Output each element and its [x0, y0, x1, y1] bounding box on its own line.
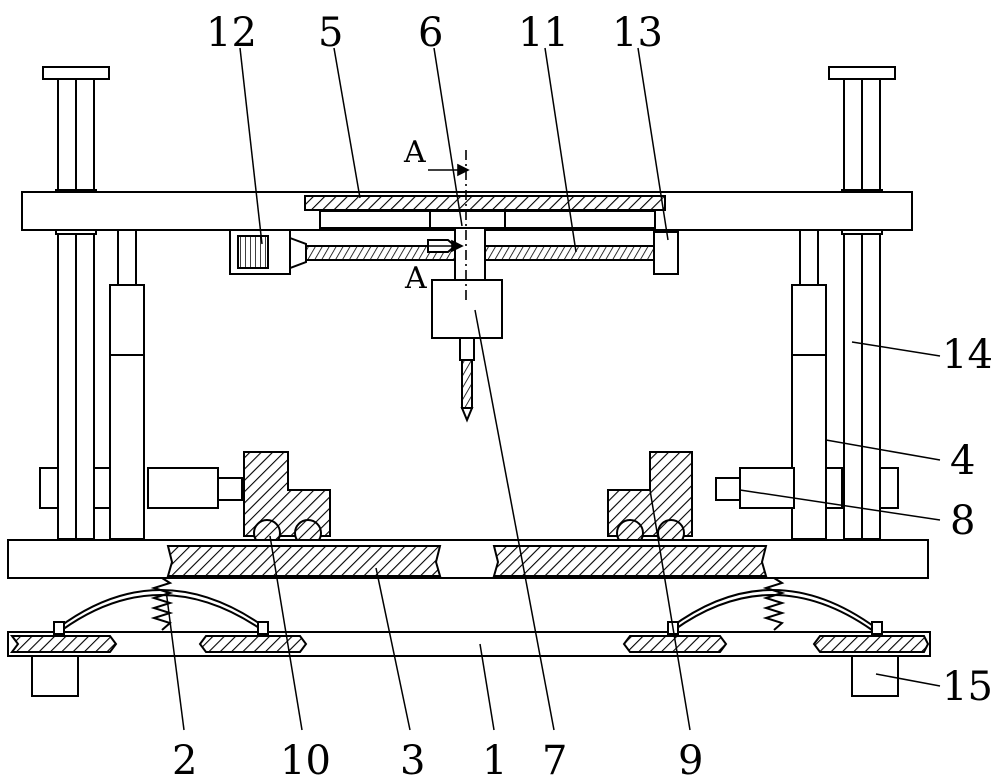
left-spring-assembly — [57, 577, 267, 631]
label-9: 9 — [678, 738, 703, 782]
label-13: 13 — [612, 10, 663, 56]
drill-head — [431, 279, 503, 423]
right-clamp-cylinder — [715, 467, 899, 509]
label-3: 3 — [400, 738, 425, 782]
section-label-bottom: A — [404, 261, 427, 296]
label-12: 12 — [206, 10, 257, 56]
label-6: 6 — [418, 10, 443, 56]
left-clamp-block — [243, 451, 331, 547]
label-1: 1 — [482, 738, 507, 782]
lead-screw — [305, 231, 679, 275]
right-spring-assembly — [669, 577, 877, 631]
section-mark — [428, 150, 470, 300]
label-2: 2 — [172, 738, 197, 782]
left-clamp-cylinder — [39, 467, 243, 509]
section-label-top: A — [403, 135, 426, 170]
label-4: 4 — [950, 438, 975, 484]
label-8: 8 — [950, 498, 975, 544]
motor — [229, 229, 307, 275]
label-14: 14 — [942, 332, 993, 378]
leader-lines — [165, 47, 941, 731]
label-11: 11 — [518, 10, 569, 56]
label-7: 7 — [542, 738, 567, 782]
right-clamp-block — [607, 451, 693, 547]
label-15: 15 — [942, 664, 993, 710]
base-plate — [7, 539, 929, 579]
label-10: 10 — [280, 738, 331, 782]
left-cylinder — [109, 229, 145, 540]
feet — [31, 655, 899, 697]
right-cylinder — [791, 229, 827, 540]
top-crossbeam — [21, 191, 913, 231]
bottom-platform — [7, 621, 931, 657]
label-5: 5 — [318, 10, 343, 56]
